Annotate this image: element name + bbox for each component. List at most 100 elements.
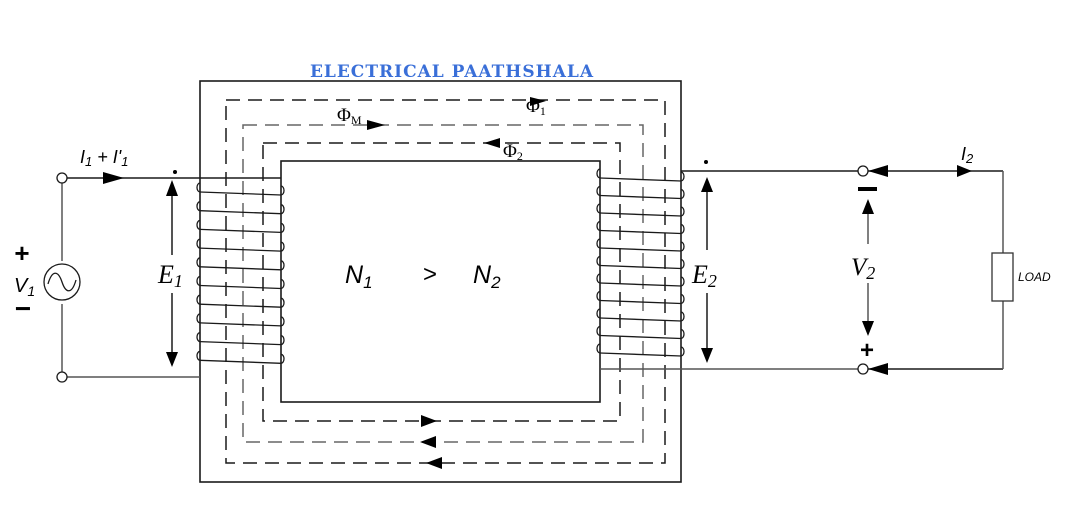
winding-turn: [199, 266, 282, 271]
flux-outer-bottom-arrow: [426, 457, 442, 469]
winding-loop: [280, 316, 285, 327]
secondary-terminal-bottom: [857, 363, 869, 375]
flux-path-mutual: [242, 124, 644, 443]
winding-turn: [199, 303, 282, 308]
turns-n2-label: N2: [473, 261, 501, 292]
winding-loop: [196, 331, 201, 343]
winding-turn: [599, 352, 682, 357]
load-current-arrow: [957, 165, 972, 177]
winding-loop: [280, 204, 285, 215]
winding-loop: [196, 182, 201, 193]
turns-n1-label: N1: [345, 261, 373, 292]
winding-loop: [280, 278, 285, 290]
e1-arrow-down: [166, 352, 178, 367]
load-label: LOAD: [1018, 270, 1051, 284]
winding-loop: [680, 258, 685, 270]
winding-turn: [599, 194, 682, 200]
v2-arrow-up: [862, 199, 874, 214]
diagram-title: ELECTRICAL PAATHSHALA: [310, 62, 594, 82]
winding-loop: [596, 273, 601, 284]
secondary-emf-label: E2: [691, 260, 717, 291]
winding-turn: [199, 228, 282, 234]
winding-loop: [196, 238, 201, 249]
flux-mutual-bottom-arrow: [420, 436, 436, 448]
primary-terminal-top: [56, 172, 68, 184]
winding-turn: [599, 247, 682, 252]
turns-relation-symbol: >: [423, 261, 437, 288]
flux-path-leakage-inner: [262, 142, 621, 422]
primary-current-label: I1 + I'1: [80, 147, 128, 169]
winding-loop: [596, 203, 601, 214]
winding-turn: [199, 284, 282, 290]
flux-path-leakage-outer: [225, 99, 666, 464]
winding-loop: [280, 334, 285, 346]
winding-loop: [596, 220, 601, 232]
flux-leak2-arrow: [484, 138, 500, 148]
winding-loop: [196, 275, 201, 287]
winding-loop: [196, 201, 201, 212]
secondary-terminal-top: [857, 165, 869, 177]
winding-turn: [199, 322, 282, 327]
winding-turn: [599, 299, 682, 305]
winding-loop: [280, 297, 285, 308]
winding-loop: [280, 222, 285, 234]
winding-loop: [680, 206, 685, 217]
winding-loop: [680, 171, 685, 182]
winding-loop: [596, 343, 601, 354]
winding-loop: [596, 185, 601, 197]
winding-turn: [199, 359, 282, 364]
winding-loop: [196, 257, 201, 268]
source-voltage-label: V1: [14, 275, 35, 299]
winding-loop: [680, 346, 685, 357]
winding-turn: [599, 229, 682, 235]
e2-arrow-up: [701, 177, 713, 192]
winding-loop: [196, 294, 201, 305]
winding-loop: [280, 353, 285, 364]
winding-turn: [599, 282, 682, 287]
terminal-minus-sign: [858, 187, 877, 191]
source-plus-sign: +: [14, 238, 29, 268]
source-minus-sign: −: [15, 293, 31, 324]
core-window-outline: [280, 160, 601, 403]
winding-turn: [599, 334, 682, 340]
winding-loop: [680, 293, 685, 305]
flux-leak1-arrow: [530, 97, 546, 106]
winding-loop: [680, 188, 685, 200]
primary-current-arrow: [103, 172, 124, 184]
winding-loop: [680, 241, 685, 252]
winding-loop: [196, 219, 201, 231]
winding-turn: [599, 264, 682, 270]
flux-leak1-label: Φ1: [526, 96, 546, 118]
winding-loop: [680, 223, 685, 235]
sine-wave-icon: [47, 272, 77, 292]
winding-loop: [680, 276, 685, 287]
flux-mutual-arrow: [367, 120, 385, 130]
flux-leak2-label: Φ2: [503, 141, 523, 163]
winding-loop: [596, 255, 601, 267]
secondary-winding: [596, 168, 685, 357]
winding-turn: [199, 340, 282, 346]
flux-inner-bottom-arrow: [421, 415, 437, 427]
secondary-polarity-dot: [704, 160, 708, 164]
winding-turn: [199, 191, 282, 196]
secondary-top-terminal-arrow: [868, 165, 888, 177]
terminal-voltage-label: V2: [851, 254, 875, 283]
primary-terminal-bottom: [56, 371, 68, 383]
secondary-bottom-terminal-arrow: [868, 363, 888, 375]
winding-loop: [196, 350, 201, 361]
terminal-plus-sign: +: [860, 337, 874, 364]
winding-loop: [596, 238, 601, 249]
load-current-label: I2: [961, 144, 974, 166]
v2-arrow-down: [862, 321, 874, 336]
load-resistor: [991, 252, 1014, 302]
primary-emf-label: E1: [157, 260, 183, 291]
primary-polarity-dot: [173, 170, 177, 174]
winding-loop: [596, 325, 601, 337]
winding-loop: [680, 328, 685, 340]
winding-loop: [596, 168, 601, 179]
winding-turn: [199, 210, 282, 215]
winding-turn: [599, 177, 682, 182]
winding-loop: [280, 241, 285, 252]
core-outer-outline: [199, 80, 682, 483]
winding-loop: [596, 308, 601, 319]
